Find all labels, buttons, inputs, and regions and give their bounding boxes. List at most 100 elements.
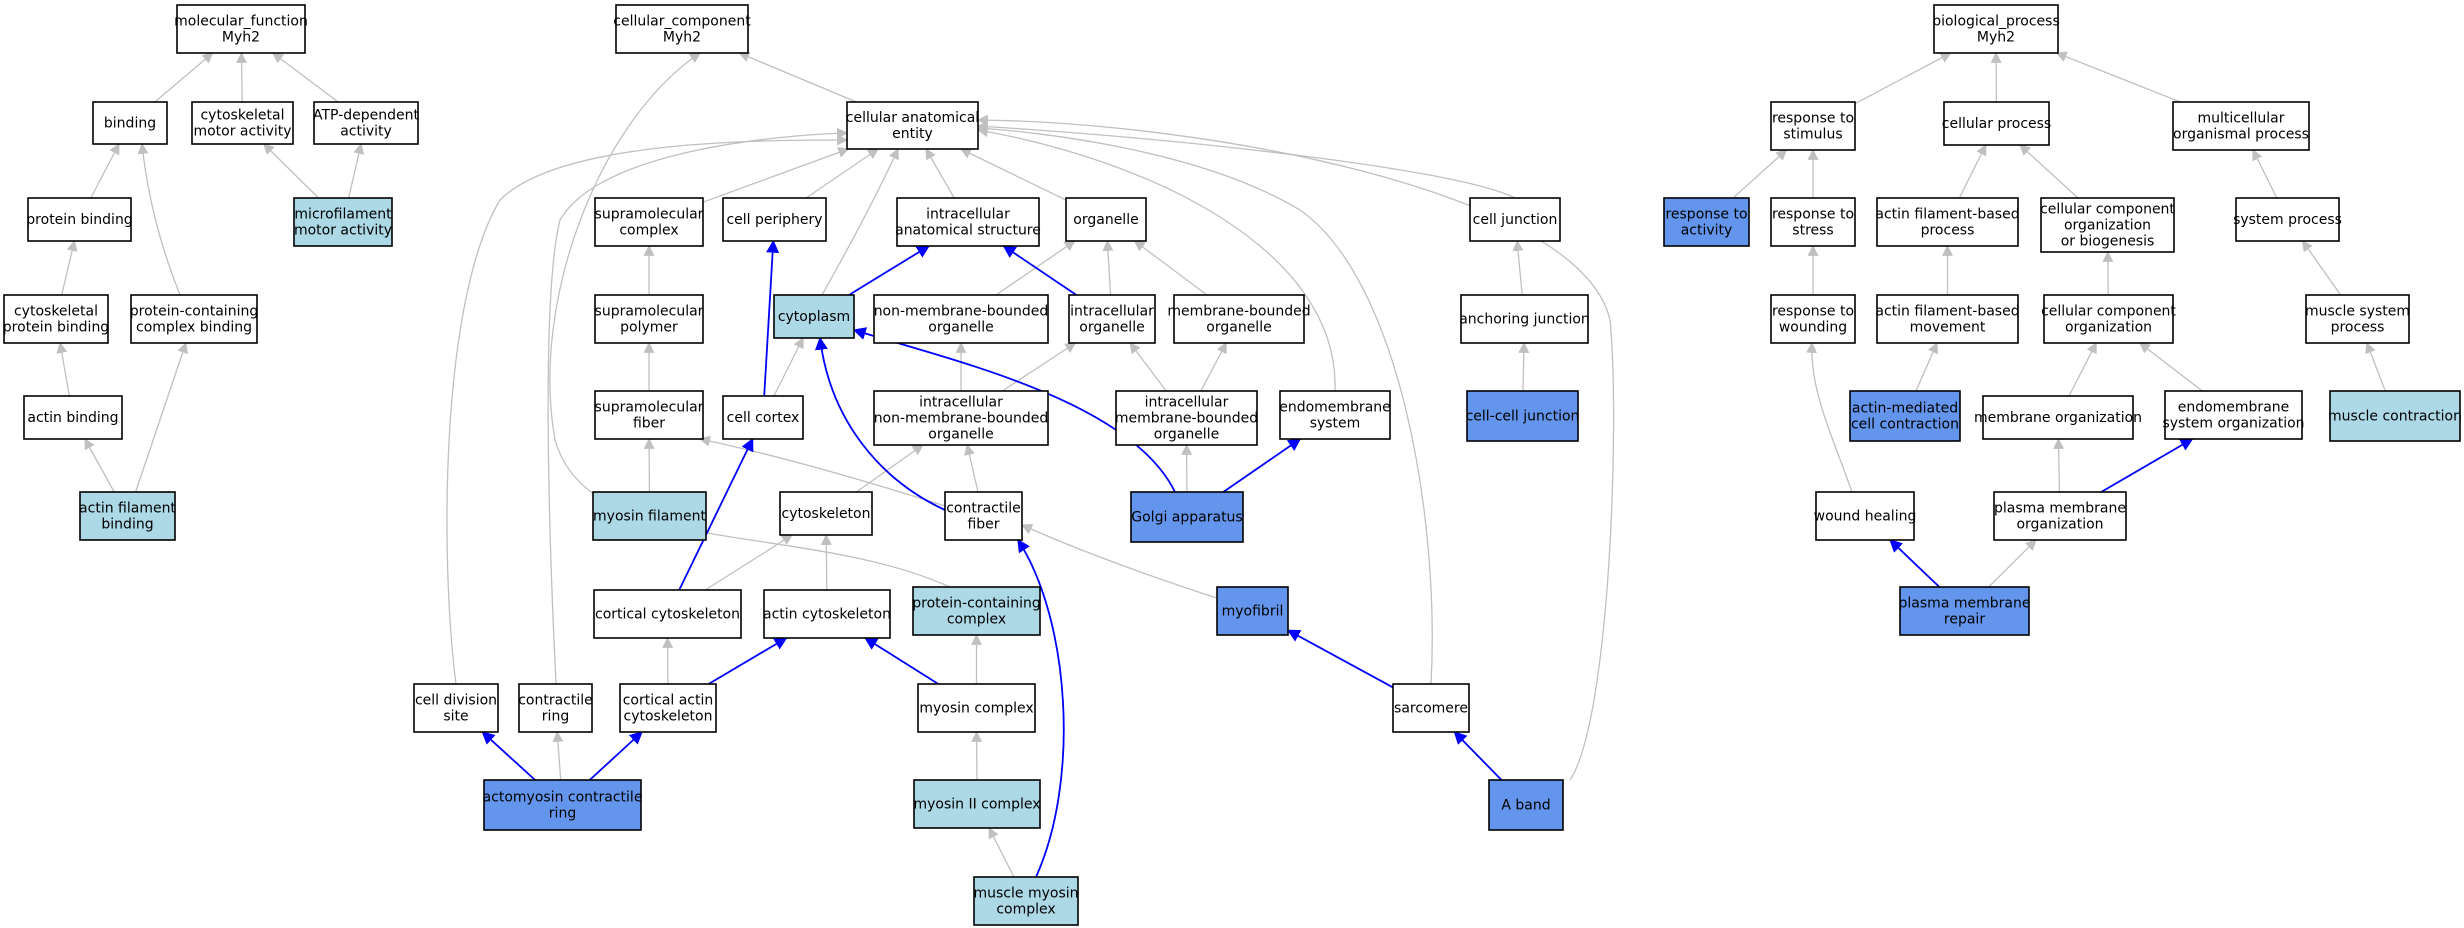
node-label: organismal process xyxy=(2173,126,2309,142)
node-box xyxy=(1173,294,1305,344)
edge-atp_dep-to-mf_root xyxy=(272,52,339,103)
edge-wound_healing-to-resp_wounding xyxy=(1806,341,1853,493)
node-label: repair xyxy=(1944,611,1985,627)
edge-ic_organelle-to-ias xyxy=(1002,245,1077,296)
edge-contractile_fiber-to-ic_nmbo xyxy=(964,443,979,493)
node-label: endomembrane xyxy=(2178,399,2290,415)
node-box xyxy=(79,491,176,541)
node-box xyxy=(313,101,419,145)
node-label: fiber xyxy=(967,516,999,532)
node-label: stimulus xyxy=(1783,126,1842,142)
edge-afb_process-to-cell_process xyxy=(1958,144,1987,199)
node-ic-nmbo: intracellularnon-membrane-boundedorganel… xyxy=(873,390,1049,446)
node-label: site xyxy=(443,708,468,724)
node-label: muscle contraction xyxy=(2328,408,2462,424)
node-label: system process xyxy=(2233,212,2342,228)
edge-ias-to-cae xyxy=(925,148,955,199)
node-box xyxy=(483,779,642,831)
node-label: membrane-bounded xyxy=(1167,303,1310,319)
edge-cell_cortex-to-cell_periphery xyxy=(763,239,780,397)
node-label: intracellular xyxy=(1145,394,1229,410)
edge-acto_ring-to-contractile_ring xyxy=(552,730,564,781)
node-label: intracellular xyxy=(926,206,1010,222)
node-box xyxy=(619,683,717,733)
node-label: organelle xyxy=(928,319,993,335)
edge-pc_complex-to-cc_root xyxy=(549,52,951,588)
edge-myofibril-to-contractile_fiber xyxy=(1020,524,1218,599)
node-box xyxy=(722,197,827,242)
node-box xyxy=(594,197,704,247)
node-label: cellular anatomical xyxy=(846,110,979,126)
node-box xyxy=(1770,294,1856,344)
node-box xyxy=(594,294,704,344)
node-organelle: organelle xyxy=(1065,197,1147,242)
node-label: Golgi apparatus xyxy=(1131,509,1242,525)
node-cell-process: cellular process xyxy=(1942,101,2051,146)
node-label: cellular component xyxy=(2040,201,2175,217)
edge-acto_ring-to-cortical_actin xyxy=(589,731,643,781)
node-box xyxy=(1392,683,1470,733)
edge-cortical_cytoskeleton-to-cytoskeleton xyxy=(705,534,794,591)
node-label: cytoskeleton xyxy=(782,506,871,522)
edge-resp_stimulus-to-bp_root xyxy=(1854,52,1952,105)
node-label: anchoring junction xyxy=(1459,311,1590,327)
node-protein-binding: protein binding xyxy=(26,197,133,242)
node-golgi: Golgi apparatus xyxy=(1130,491,1244,543)
node-label: cytoplasm xyxy=(778,309,850,325)
node-label: contractile xyxy=(518,692,593,708)
edge-actin_filament_binding-to-actin_binding xyxy=(84,438,115,493)
node-box xyxy=(1115,390,1258,446)
node-label: binding xyxy=(101,516,153,532)
edge-cyto_protein_binding-to-protein_binding xyxy=(61,239,78,296)
node-box xyxy=(1469,197,1561,242)
node-box xyxy=(1216,586,1289,636)
node-box xyxy=(1068,294,1156,344)
node-label: supramolecular xyxy=(595,399,704,415)
node-box xyxy=(1943,101,2050,146)
node-box xyxy=(23,395,123,440)
edge-ic_mbo-to-mbo xyxy=(1200,342,1227,392)
edge-actin_binding-to-cyto_protein_binding xyxy=(56,341,70,397)
edge-microfilament_motor-to-cyto_motor xyxy=(263,143,320,199)
node-label: supramolecular xyxy=(595,303,704,319)
node-label: muscle system xyxy=(2305,303,2410,319)
edge-system_process-to-multicell xyxy=(2252,149,2278,199)
node-box xyxy=(1770,197,1856,247)
node-label: or biogenesis xyxy=(2061,233,2155,249)
node-box xyxy=(913,779,1041,829)
node-box xyxy=(130,294,258,344)
node-box xyxy=(1933,4,2059,54)
node-box xyxy=(1899,586,2030,636)
node-label: actin cytoskeleton xyxy=(763,606,891,622)
edge-ic_nmbo-to-ic_organelle xyxy=(1001,342,1077,392)
node-box xyxy=(413,683,499,733)
node-label: myosin filament xyxy=(593,508,706,524)
edge-mmc-to-myosin2 xyxy=(988,827,1015,878)
node-label: Myh2 xyxy=(1977,29,2015,45)
node-label: cytoskeletal xyxy=(200,107,284,123)
node-box xyxy=(779,491,873,536)
edge-mbo-to-organelle xyxy=(1133,240,1208,296)
node-box xyxy=(593,589,742,639)
node-label: motor activity xyxy=(294,222,392,238)
node-label: response to xyxy=(1772,303,1854,319)
edge-cytoplasm-to-ias xyxy=(848,245,931,296)
edge-muscle_contraction-to-msp xyxy=(2365,341,2386,392)
node-label: ATP-dependent xyxy=(313,107,419,123)
node-label: plasma membrane xyxy=(1899,595,2031,611)
node-box xyxy=(912,586,1041,636)
